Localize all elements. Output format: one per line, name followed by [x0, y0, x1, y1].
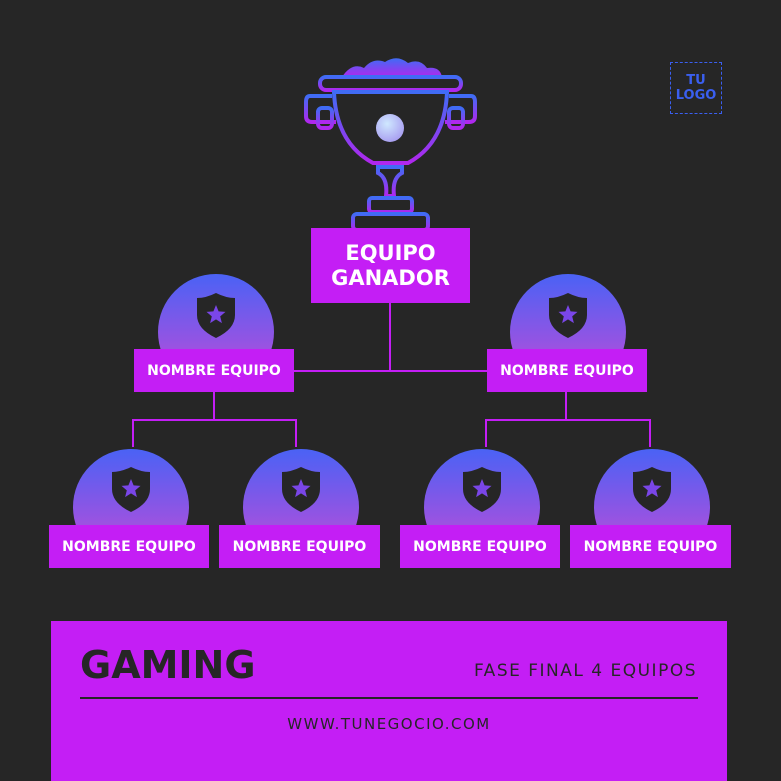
logo-line-2: LOGO — [675, 88, 717, 103]
footer-website: WWW.TUNEGOCIO.COM — [287, 715, 491, 733]
left-group-bracket — [132, 419, 297, 447]
team-label-quarter-2: NOMBRE EQUIPO — [219, 525, 380, 568]
bracket-lines — [132, 303, 651, 447]
logo-line-1: TU — [686, 73, 706, 88]
team-label-quarter-3: NOMBRE EQUIPO — [400, 525, 560, 568]
footer-subtitle: FASE FINAL 4 EQUIPOS — [473, 661, 697, 681]
logo-placeholder: TU LOGO — [670, 62, 722, 114]
team-label-semi-left: NOMBRE EQUIPO — [134, 349, 294, 392]
winner-box: EQUIPO GANADOR — [311, 228, 470, 303]
winner-line-1: EQUIPO — [345, 240, 436, 265]
trophy-icon — [304, 58, 477, 232]
footer-title: GAMING — [80, 643, 256, 687]
winner-line-2: GANADOR — [331, 265, 450, 290]
footer-panel: GAMING FASE FINAL 4 EQUIPOS WWW.TUNEGOCI… — [51, 621, 727, 781]
footer-divider — [80, 697, 698, 699]
team-label-quarter-4: NOMBRE EQUIPO — [570, 525, 731, 568]
right-group-bracket — [485, 419, 651, 447]
team-label-quarter-1: NOMBRE EQUIPO — [49, 525, 209, 568]
team-label-semi-right: NOMBRE EQUIPO — [487, 349, 647, 392]
